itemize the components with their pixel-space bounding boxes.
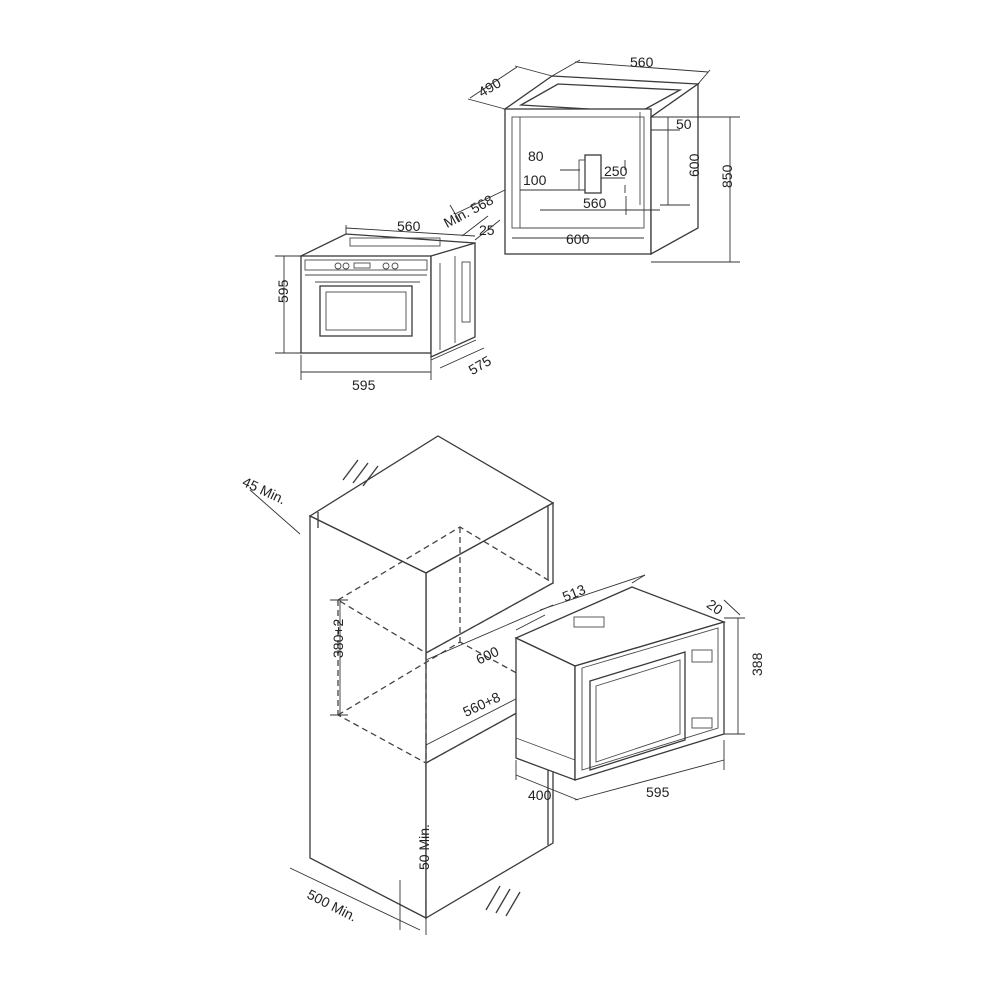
oven-depth-label: 575 <box>466 352 494 378</box>
cavity-gap-label: 50 <box>676 116 692 132</box>
microwave-width-label: 595 <box>646 784 670 800</box>
bottom-clearance-label: 50 Min. <box>416 824 432 870</box>
microwave-frame-label: 20 <box>704 596 726 618</box>
niche-depth-label: 600 <box>473 643 501 667</box>
vent-width-label: 80 <box>528 148 544 164</box>
oven-panel-depth-label: 25 <box>479 222 495 238</box>
cavity-opening-width-label: 600 <box>566 231 590 247</box>
vent-height-label: 250 <box>604 163 628 179</box>
cavity-width-label: 560 <box>630 54 654 70</box>
microwave-height-label: 388 <box>749 652 765 676</box>
niche-width-label: 560+8 <box>460 689 503 720</box>
oven-top-width-label: 560 <box>397 218 421 234</box>
oven-cavity-drawing <box>449 59 740 263</box>
microwave-cabinet-drawing <box>249 435 555 935</box>
vent-offset-label: 100 <box>523 172 547 188</box>
oven-height-label: 595 <box>275 279 291 303</box>
microwave-appliance-drawing <box>514 574 745 801</box>
oven-width-label: 595 <box>352 377 376 393</box>
microwave-body-depth-label: 400 <box>528 787 552 803</box>
microwave-depth-label: 513 <box>560 581 588 605</box>
niche-height-label: 380+2 <box>330 618 346 658</box>
cavity-inner-height-label: 600 <box>686 153 702 177</box>
oven-appliance-drawing <box>275 215 501 380</box>
cabinet-depth-label: 500 Min. <box>305 886 360 925</box>
cavity-base-width-label: 560 <box>583 195 607 211</box>
cavity-total-height-label: 850 <box>719 164 735 188</box>
